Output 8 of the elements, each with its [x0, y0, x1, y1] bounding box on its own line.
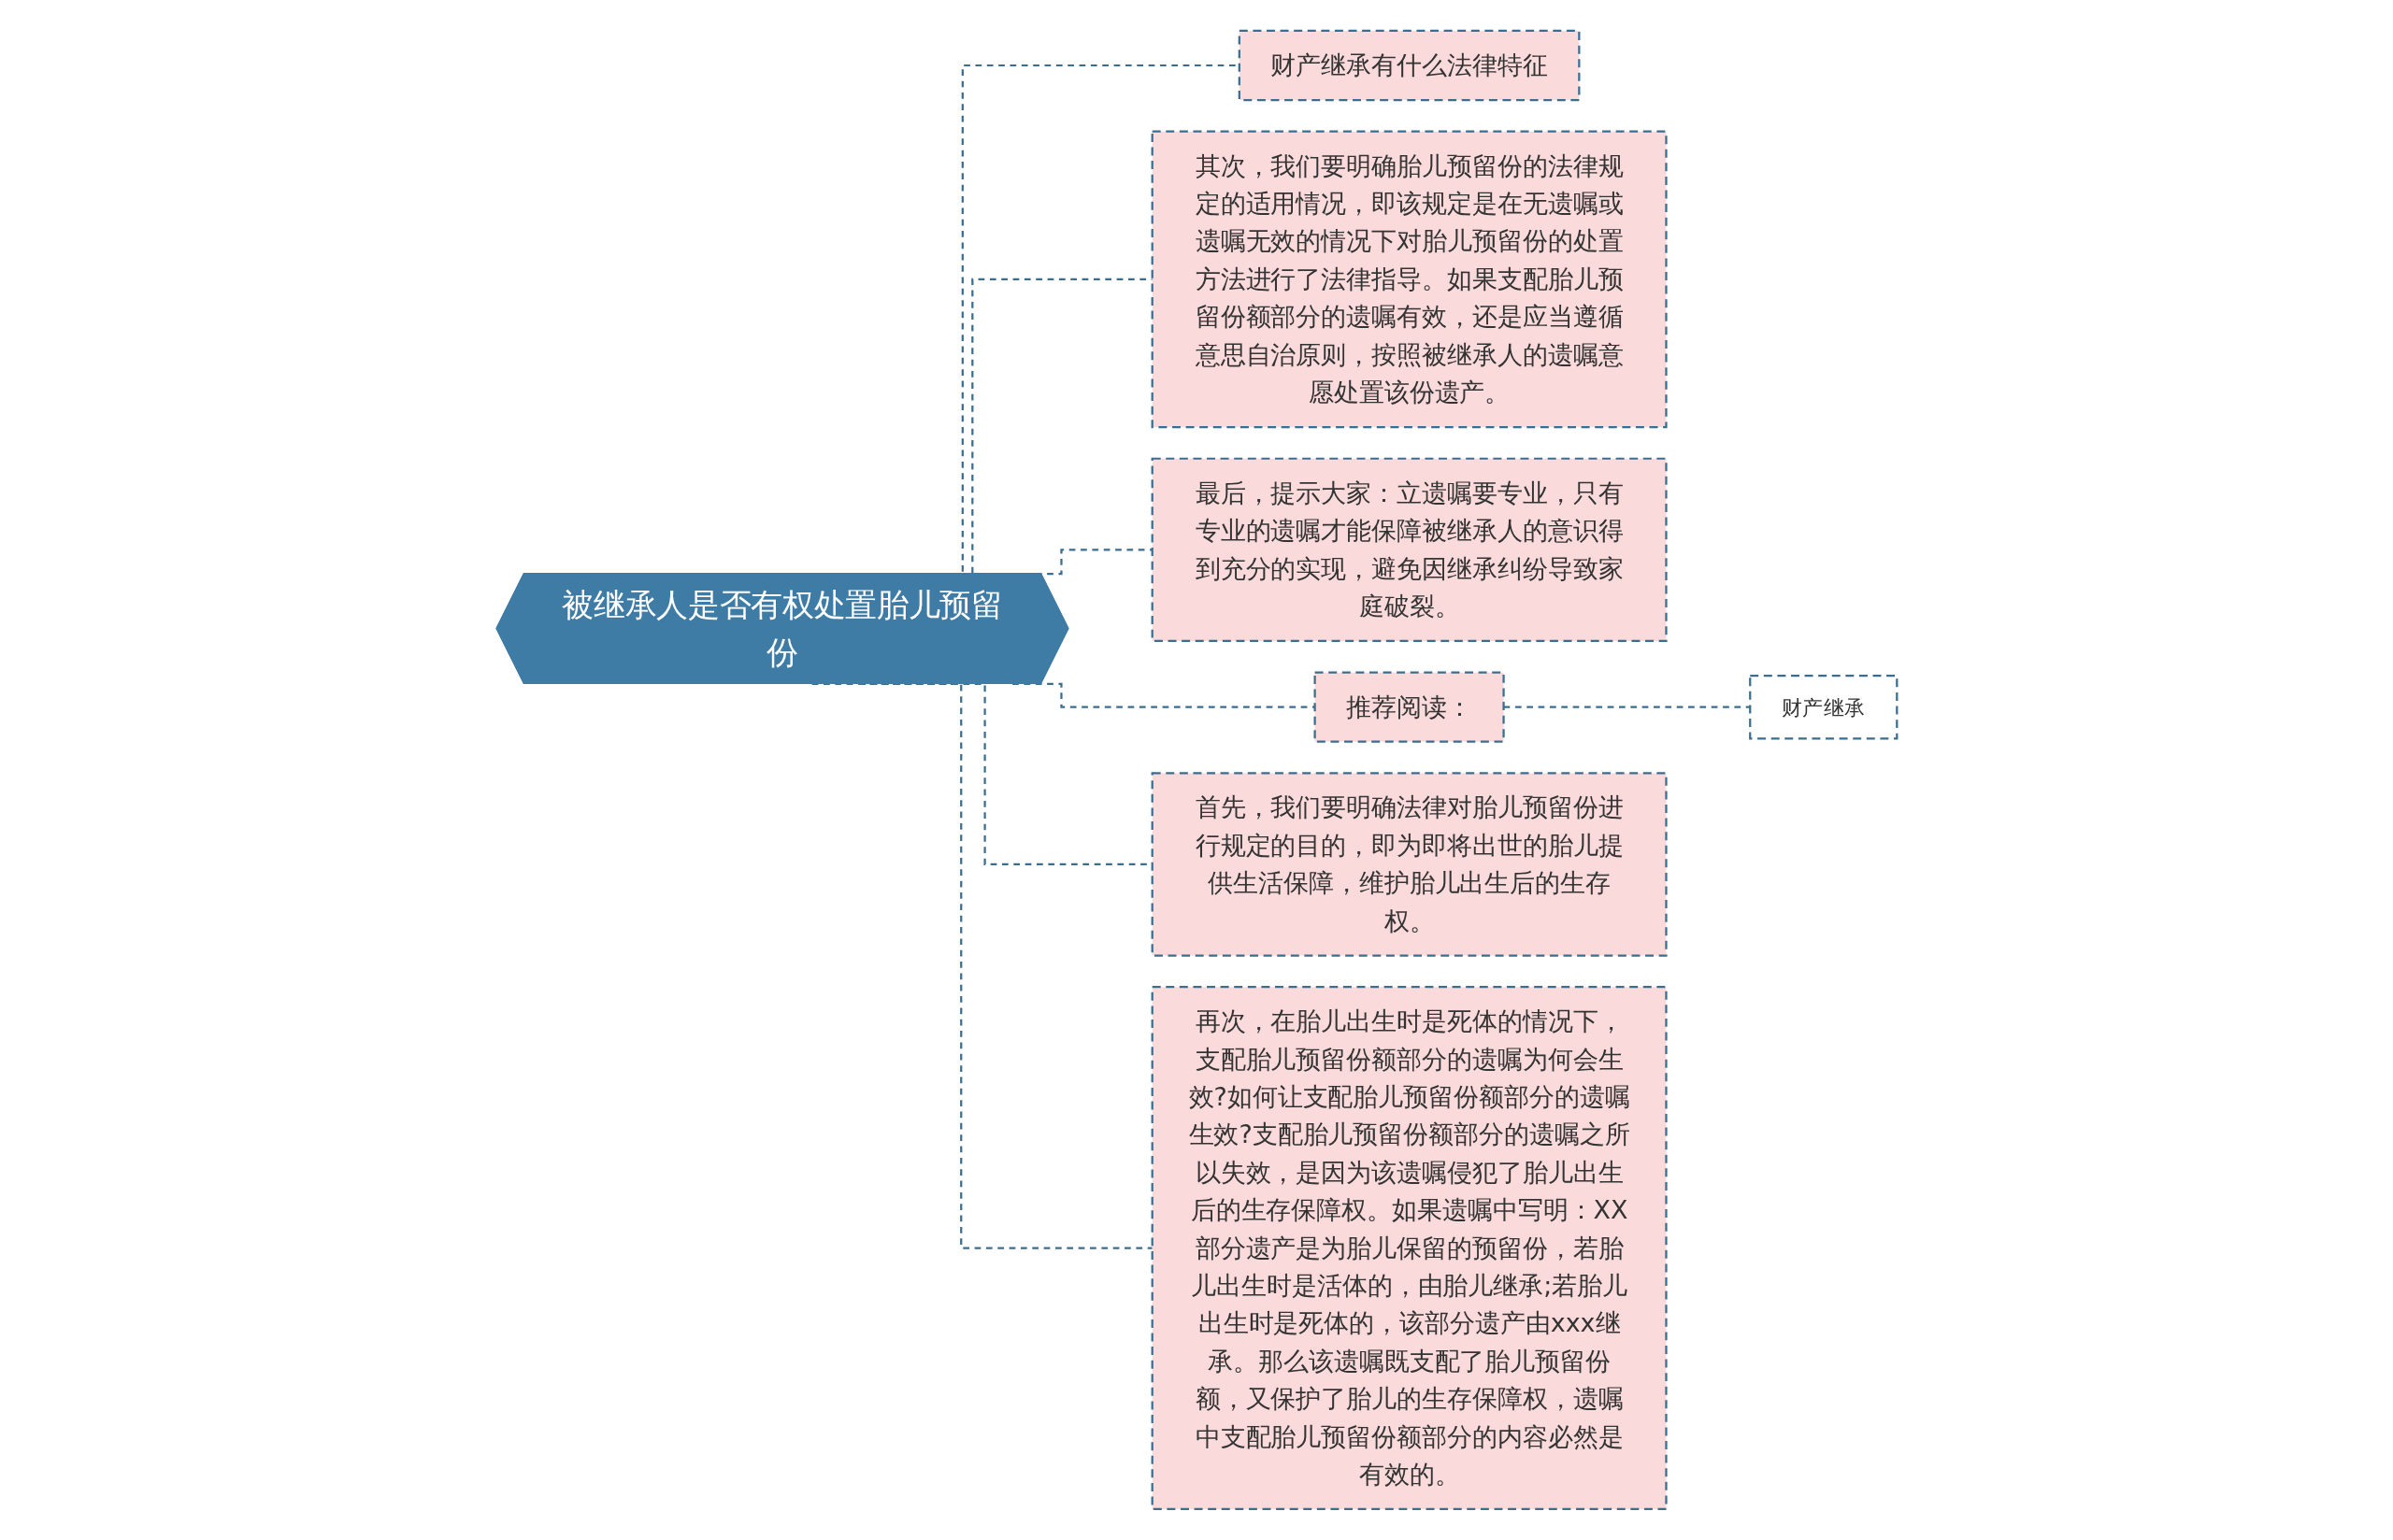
node-box: 财产继承: [1748, 674, 1899, 740]
node-box: 其次，我们要明确胎儿预留份的法律规定的适用情况，即该规定是在无遗嘱或遗嘱无效的情况下对胎儿预留份的处置方法进行了法律指导。如果支配胎儿预留份额部分的遗嘱有效，还是应当遵循意思自治原则，按照被继承人的遗嘱意愿处置该份遗产。: [1151, 130, 1668, 429]
node-box: 最后，提示大家：立遗嘱要专业，只有专业的遗嘱才能保障被继承人的意识得到充分的实现，避免因继承纠纷导致家庭破裂。: [1151, 457, 1668, 643]
node-box: 财产继承有什么法律特征: [1238, 29, 1581, 102]
node-box: 推荐阅读：: [1313, 671, 1505, 743]
node-box: 再次，在胎儿出生时是死体的情况下，支配胎儿预留份额部分的遗嘱为何会生效?如何让支配胎儿预留份额部分的遗嘱生效?支配胎儿预留份额部分的遗嘱之所以失效，是因为该遗嘱侵犯了胎儿出生后的生存保障权。如果遗嘱中写明：XX部分遗产是为胎儿保留的预留份，若胎儿出生时是活体的，由胎儿继承;若胎儿出生时是死体的，该部分遗产由xxx继承。那么该遗嘱既支配了胎儿预留份额，又保护了胎儿的生存保障权，遗嘱中支配胎儿预留份额部分的内容必然是有效的。: [1151, 986, 1668, 1511]
node-box: 首先，我们要明确法律对胎儿预留份进行规定的目的，即为即将出世的胎儿提供生活保障，维护胎儿出生后的生存权。: [1151, 772, 1668, 957]
connector: [1503, 706, 1751, 708]
